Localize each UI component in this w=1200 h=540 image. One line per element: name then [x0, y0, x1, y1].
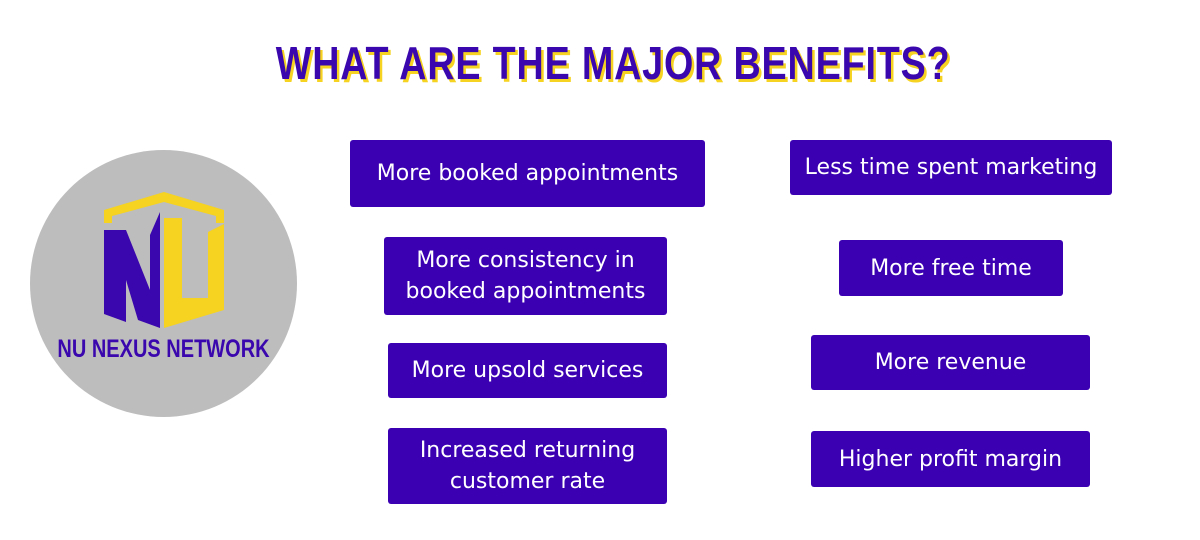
page-title: WHAT ARE THE MAJOR BENEFITS?: [275, 37, 951, 89]
benefit-higher-profit-margin: Higher profit margin: [811, 431, 1090, 487]
benefit-more-revenue: More revenue: [811, 335, 1090, 390]
benefit-less-time-marketing: Less time spent marketing: [790, 140, 1112, 195]
benefit-more-consistency: More consistency in booked appointments: [384, 237, 667, 315]
logo-text: NU NEXUS NETWORK: [57, 335, 270, 363]
nu-nexus-logo: NU NEXUS NETWORK: [30, 150, 297, 417]
benefit-more-booked-appointments: More booked appointments: [350, 140, 705, 207]
benefit-returning-customer-rate: Increased returning customer rate: [388, 428, 667, 504]
benefit-more-upsold-services: More upsold services: [388, 343, 667, 398]
nu-logo-icon: [104, 192, 224, 328]
benefit-more-free-time: More free time: [839, 240, 1063, 296]
